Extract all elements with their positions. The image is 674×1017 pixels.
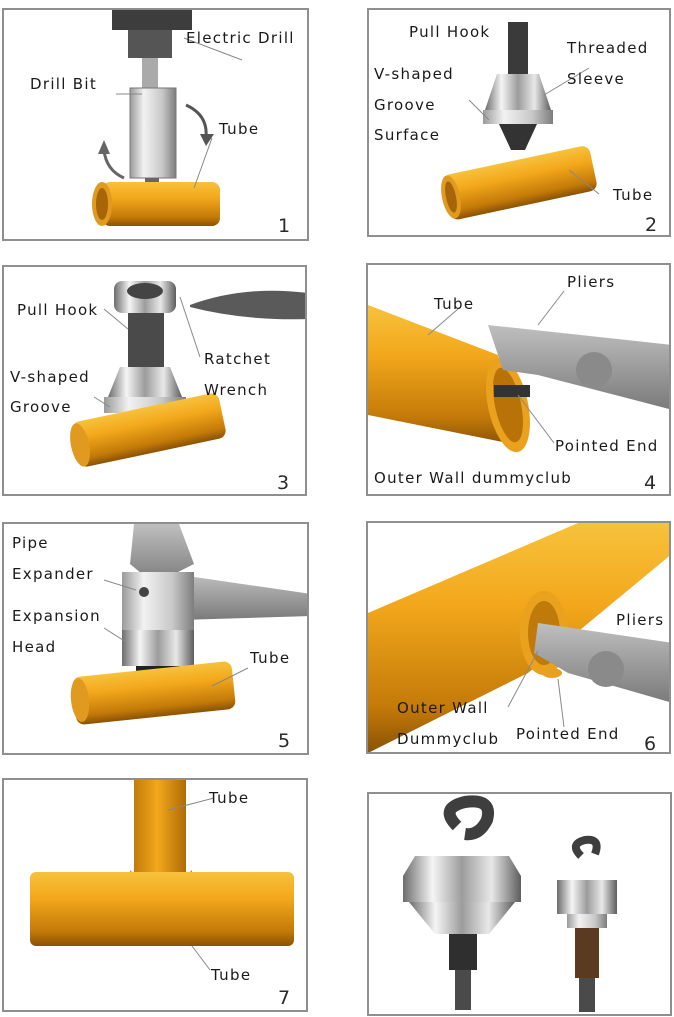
step-7-illustration: [30, 780, 294, 971]
step-number: 1: [278, 215, 291, 237]
step-1-illustration: [92, 10, 243, 226]
label-pliers: Pliers: [567, 273, 616, 291]
label-tube-top: Tube: [209, 789, 250, 807]
step-5-illustration: [70, 524, 307, 725]
label-ratchet: Ratchet: [204, 350, 272, 368]
label-pointed-end: Pointed End: [555, 437, 659, 455]
label-v-shaped: V-shaped: [374, 65, 454, 83]
label-groove: Groove: [10, 398, 72, 416]
step-4-panel: Tube Pliers Pointed End Outer Wall dummy…: [366, 263, 671, 496]
label-tube: Tube: [434, 295, 475, 313]
label-dummyclub: Dummyclub: [397, 730, 500, 748]
label-outer-wall: Outer Wall dummyclub: [374, 469, 573, 487]
step-4-illustration: [368, 290, 669, 453]
label-pull-hook: Pull Hook: [17, 301, 99, 319]
step-5-panel: Pipe Expander Expansion Head Tube 5: [2, 522, 309, 755]
label-sleeve: Sleeve: [567, 70, 626, 88]
label-pointed-end: Pointed End: [516, 725, 620, 743]
step-3-panel: Pull Hook Ratchet Wrench V-shaped Groove…: [2, 265, 307, 496]
label-v-shaped: V-shaped: [10, 368, 90, 386]
label-tube-bottom: Tube: [211, 966, 252, 984]
step-number: 6: [644, 733, 657, 754]
step-number: 4: [644, 472, 657, 494]
label-electric-drill: Electric Drill: [186, 29, 295, 47]
step-2-panel: Pull Hook Threaded Sleeve V-shaped Groov…: [367, 8, 671, 237]
label-outer-wall: Outer Wall: [397, 699, 489, 717]
label-surface: Surface: [374, 126, 441, 144]
label-expander: Expander: [12, 565, 94, 583]
label-expansion: Expansion: [12, 607, 101, 625]
step-number: 2: [645, 214, 658, 236]
step-2-illustration: [441, 22, 600, 220]
step-3-illustration: [70, 281, 305, 467]
step-1-panel: Electric Drill Drill Bit Tube 1: [2, 8, 309, 241]
step-6-illustration: [368, 523, 669, 752]
label-groove: Groove: [374, 96, 436, 114]
step-number: 3: [277, 472, 290, 494]
step-7-panel: Tube Tube 7: [2, 778, 308, 1012]
label-tube: Tube: [613, 186, 654, 204]
step-6-panel: Pliers Outer Wall Dummyclub Pointed End …: [366, 521, 671, 754]
product-photo-panel: [367, 792, 672, 1016]
label-drill-bit: Drill Bit: [30, 75, 98, 93]
step-number: 5: [278, 730, 291, 752]
label-wrench: Wrench: [204, 381, 269, 399]
label-threaded: Threaded: [567, 39, 649, 57]
label-tube: Tube: [250, 649, 291, 667]
label-pipe: Pipe: [12, 534, 49, 552]
label-head: Head: [12, 638, 57, 656]
step-number: 7: [278, 987, 291, 1009]
label-tube: Tube: [219, 120, 260, 138]
tool-heads-photo: [403, 795, 617, 1012]
label-pull-hook: Pull Hook: [409, 23, 491, 41]
label-pliers: Pliers: [616, 611, 665, 629]
